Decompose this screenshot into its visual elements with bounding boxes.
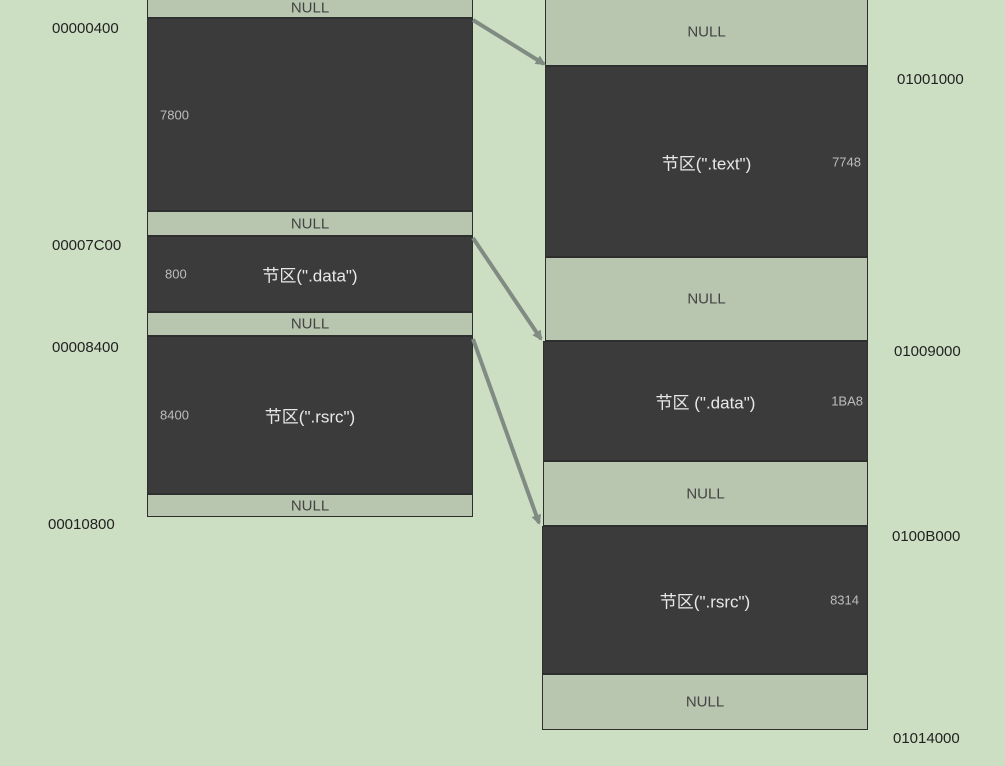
mem-null-block-3: NULL bbox=[542, 674, 868, 730]
mem-section-block-data: 节区 (".data") 1BA8 bbox=[543, 341, 868, 461]
null-label: NULL bbox=[687, 290, 726, 308]
mem-section-block-rsrc: 节区(".rsrc") 8314 bbox=[542, 526, 868, 674]
arrow-text-mapping bbox=[471, 18, 546, 66]
null-label: NULL bbox=[290, 315, 330, 333]
file-address-label: 00000400 bbox=[52, 20, 119, 37]
mem-section-block-text: 节区(".text") 7748 bbox=[545, 66, 868, 257]
null-label: NULL bbox=[685, 693, 725, 711]
file-address-label: 00008400 bbox=[52, 339, 119, 356]
section-name-label: 节区 (".data") bbox=[655, 393, 756, 413]
section-size-label: 7800 bbox=[160, 107, 189, 122]
null-label: NULL bbox=[290, 0, 330, 17]
section-size-label: 7748 bbox=[832, 154, 861, 169]
file-null-block-1: NULL bbox=[147, 211, 473, 236]
file-null-block-3: NULL bbox=[147, 494, 473, 517]
file-section-block-data: 800 节区(".data") bbox=[147, 236, 473, 312]
section-name-label: 节区(".text") bbox=[661, 154, 752, 173]
memory-address-label: 01009000 bbox=[894, 343, 961, 360]
null-label: NULL bbox=[687, 23, 726, 41]
null-label: NULL bbox=[290, 215, 330, 232]
section-size-label: 800 bbox=[165, 266, 187, 282]
section-name-label: 节区(".data") bbox=[262, 266, 358, 286]
arrow-data-mapping bbox=[471, 236, 543, 341]
arrow-rsrc-mapping bbox=[471, 338, 542, 525]
section-name-label: 节区(".rsrc") bbox=[264, 407, 356, 427]
null-label: NULL bbox=[686, 485, 725, 502]
mem-null-block-0: NULL bbox=[545, 0, 868, 66]
file-null-block-2: NULL bbox=[147, 312, 473, 336]
memory-address-label: 01014000 bbox=[893, 730, 960, 747]
file-address-label: 00007C00 bbox=[52, 237, 122, 254]
memory-address-label: 01001000 bbox=[897, 71, 964, 88]
section-name-label: 节区(".rsrc") bbox=[659, 592, 751, 612]
section-size-label: 8400 bbox=[160, 407, 189, 423]
null-label: NULL bbox=[290, 497, 330, 514]
section-size-label: 1BA8 bbox=[831, 393, 863, 409]
file-null-block-0: NULL bbox=[147, 0, 473, 18]
file-address-label: 00010800 bbox=[48, 516, 115, 533]
file-section-block-text: 7800 bbox=[147, 18, 473, 211]
mem-null-block-1: NULL bbox=[545, 257, 868, 341]
mem-null-block-2: NULL bbox=[543, 461, 868, 526]
memory-address-label: 0100B000 bbox=[892, 528, 961, 545]
file-section-block-rsrc: 8400 节区(".rsrc") bbox=[147, 336, 473, 494]
section-size-label: 8314 bbox=[830, 592, 859, 608]
